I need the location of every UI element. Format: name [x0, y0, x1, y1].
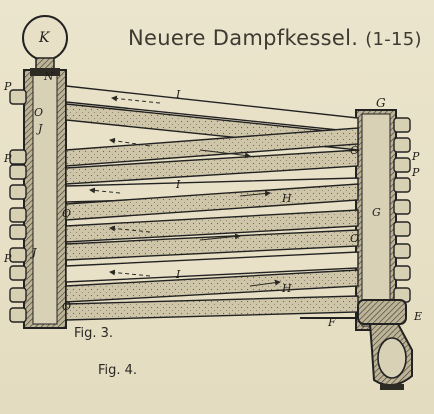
tube-3 [65, 149, 359, 185]
label-h-bottom: H [282, 282, 292, 295]
label-p-left-3: P [4, 252, 12, 265]
label-f: F [328, 316, 336, 329]
left-header-column [23, 68, 67, 329]
mud-drum-valve [368, 323, 413, 390]
steam-dome [22, 15, 68, 71]
tube-bundle [65, 85, 359, 321]
right-flanges [393, 117, 411, 303]
label-j-mid: J [32, 246, 37, 259]
label-o-right-1: O [350, 144, 360, 157]
label-j-top: J [38, 122, 43, 135]
tube-6 [65, 209, 359, 243]
label-o-right-2: O [350, 232, 360, 245]
right-header-column [355, 109, 397, 331]
label-g-mid: G [372, 206, 381, 219]
tube-5 [65, 183, 359, 221]
label-e: E [414, 310, 423, 323]
flow-arrows [89, 95, 281, 287]
caption-fig3: Fig. 3. [74, 326, 114, 341]
label-o-bottom: O [62, 300, 72, 313]
label-i-bottom: I [176, 268, 181, 281]
label-k: K [39, 30, 50, 46]
tube-2 [65, 127, 359, 167]
label-o-mid: O [62, 207, 72, 220]
label-o-top: O [34, 106, 44, 119]
label-i-mid: I [176, 178, 181, 191]
label-p-right-1: P [412, 150, 420, 163]
label-h-top: H [282, 192, 292, 205]
label-p-left-1: P [4, 80, 12, 93]
label-p-left-2: P [4, 152, 12, 165]
label-p-right-2: P [412, 166, 420, 179]
label-g-top: G [376, 96, 386, 110]
label-i-top: I [176, 88, 181, 101]
tube-9 [65, 269, 359, 303]
title-main: Neuere Dampfkessel. [128, 26, 359, 50]
title-range: (1-15) [365, 29, 422, 50]
tube-8 [65, 251, 359, 283]
caption-fig4: Fig. 4. [98, 363, 138, 378]
label-n: N [44, 70, 54, 83]
diagram-title: Neuere Dampfkessel. (1-15) [128, 26, 422, 50]
tube-7 [65, 229, 359, 261]
left-flanges [9, 89, 27, 323]
